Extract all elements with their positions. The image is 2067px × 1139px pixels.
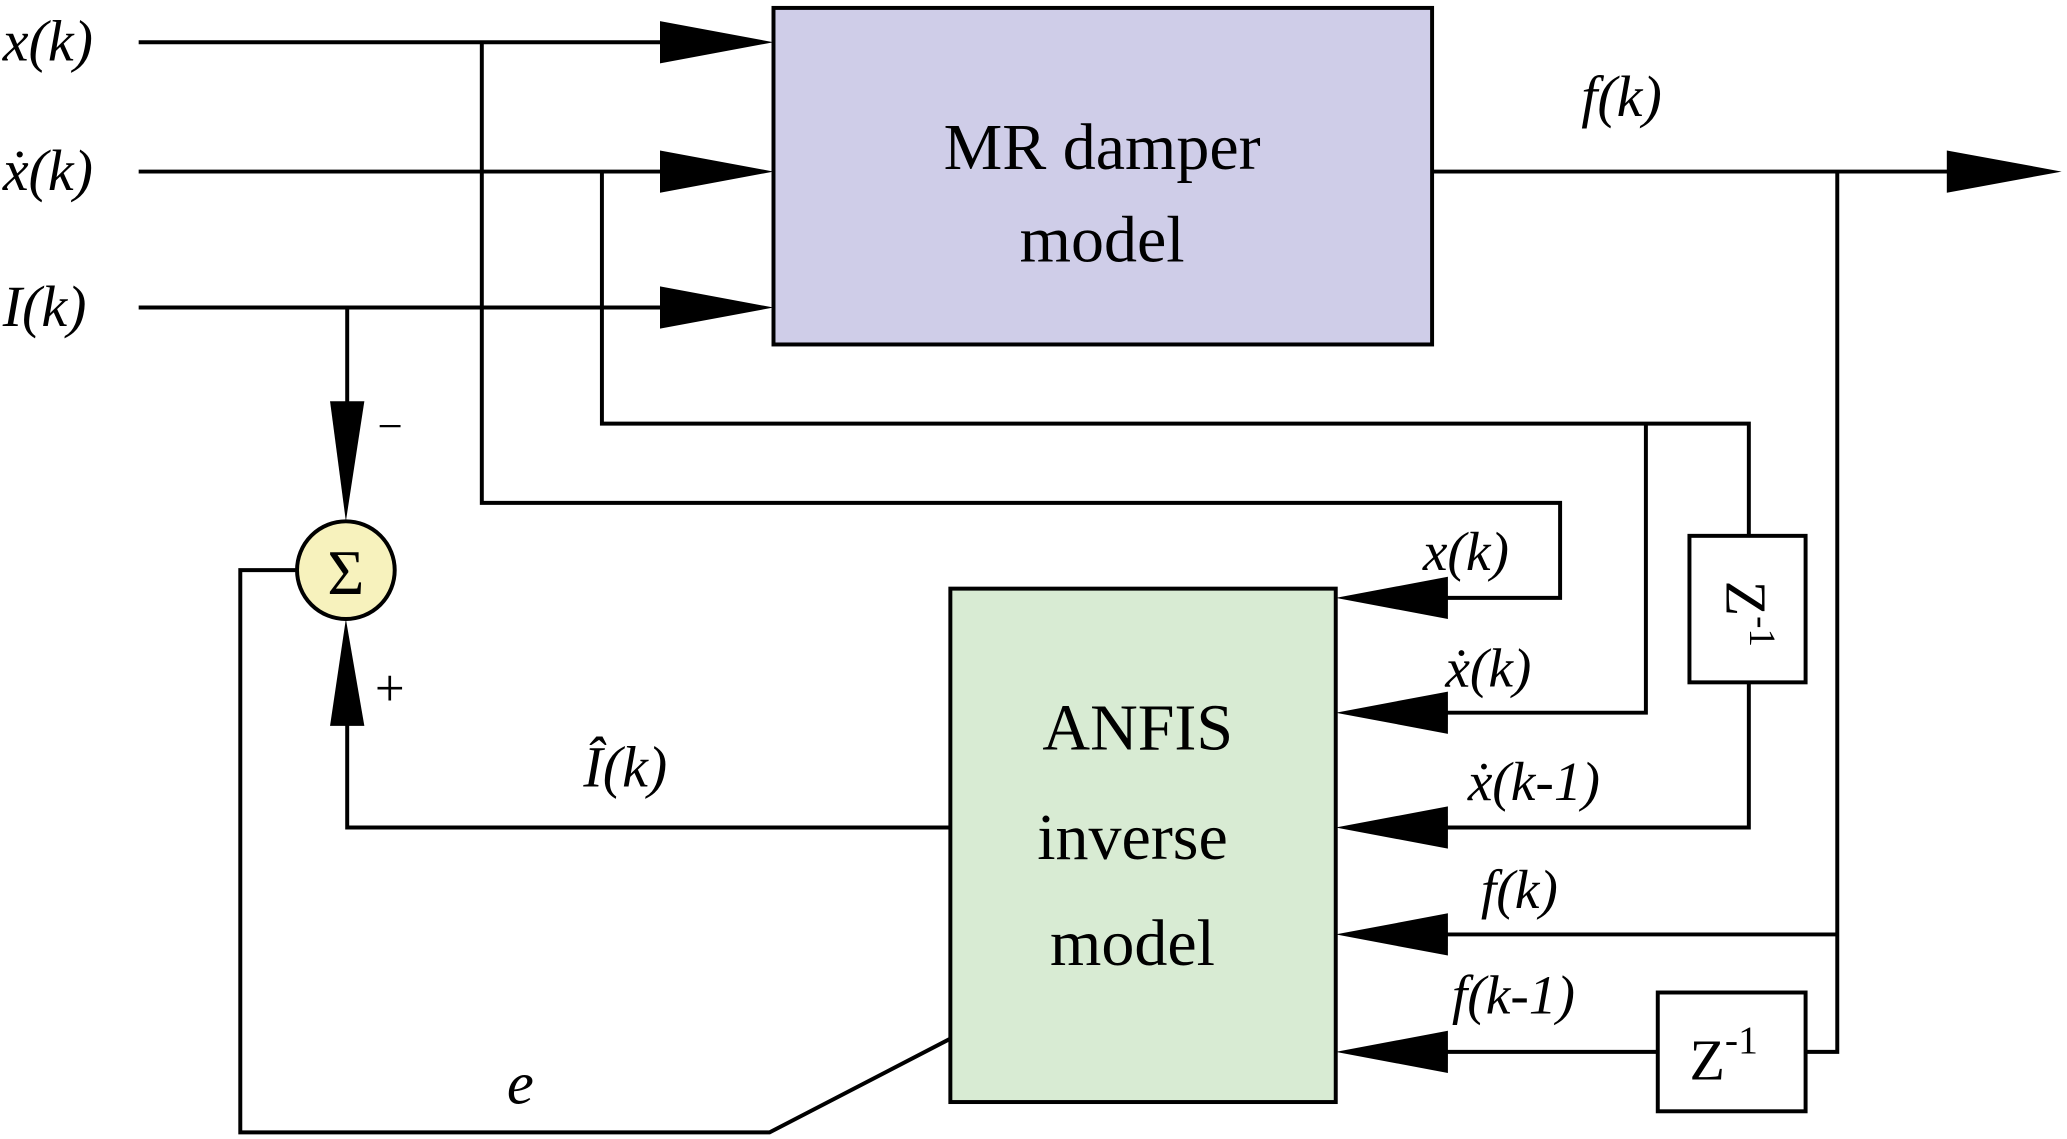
wire-xdot-feedback: [599, 171, 1751, 536]
label-error: e: [507, 1050, 534, 1117]
anfis-label-line3: model: [1050, 907, 1215, 980]
sum-minus-sign: −: [378, 401, 403, 451]
sum-symbol: Σ: [327, 538, 364, 608]
arrow-x-to-mr: [659, 21, 774, 64]
label-input-current: I(k): [2, 274, 87, 339]
arrow-current-to-sum: [330, 401, 365, 522]
arrow-force-prev-to-anfis: [1335, 1030, 1448, 1074]
wire-estimated-current: [345, 719, 951, 830]
arrow-force-output: [1946, 150, 2062, 193]
mr-damper-label-line1: MR damper: [944, 111, 1261, 184]
label-estimated-current: Î(k): [582, 735, 667, 800]
delay-bottom-label: Z-1: [1689, 1018, 1757, 1092]
delay-top-label: Z-1: [1713, 581, 1783, 647]
arrow-estimated-to-sum: [330, 618, 365, 726]
mr-damper-block: [771, 5, 1435, 347]
wire-xdot-to-anfis: [1438, 423, 1648, 715]
wire-xdot-prev: [1438, 682, 1751, 830]
arrow-x-to-anfis: [1335, 576, 1448, 619]
label-anfis-in-x: x(k): [1422, 521, 1509, 582]
label-anfis-in-xdot-prev: ẋ(k-1): [1467, 751, 1600, 812]
sum-plus-sign: +: [375, 660, 405, 718]
label-anfis-in-force-prev: f(k-1): [1452, 965, 1575, 1026]
label-anfis-in-xdot: ẋ(k): [1444, 637, 1531, 698]
wire-error-feedback: [238, 568, 952, 1135]
arrow-force-to-anfis: [1335, 913, 1448, 956]
anfis-block: [948, 586, 1338, 1105]
arrow-xdot-to-mr: [659, 150, 774, 193]
label-input-x: x(k): [2, 9, 93, 74]
wire-x-feedback: [479, 42, 1563, 600]
arrow-current-to-mr: [659, 286, 774, 329]
mr-damper-label-line2: model: [1020, 203, 1185, 276]
label-anfis-in-force: f(k): [1481, 859, 1558, 920]
anfis-label-line1: ANFIS: [1042, 692, 1233, 765]
anfis-label-line2: inverse: [1037, 801, 1228, 874]
wire-force-feedback: [1805, 171, 1840, 1054]
label-output-force: f(k): [1581, 64, 1662, 129]
arrow-xdot-prev-to-anfis: [1335, 806, 1448, 849]
delay-block-top: [1687, 533, 1808, 685]
label-input-xdot: ẋ(k): [2, 138, 93, 203]
arrow-xdot-to-anfis: [1335, 691, 1448, 734]
delay-block-bottom: [1655, 990, 1808, 1114]
